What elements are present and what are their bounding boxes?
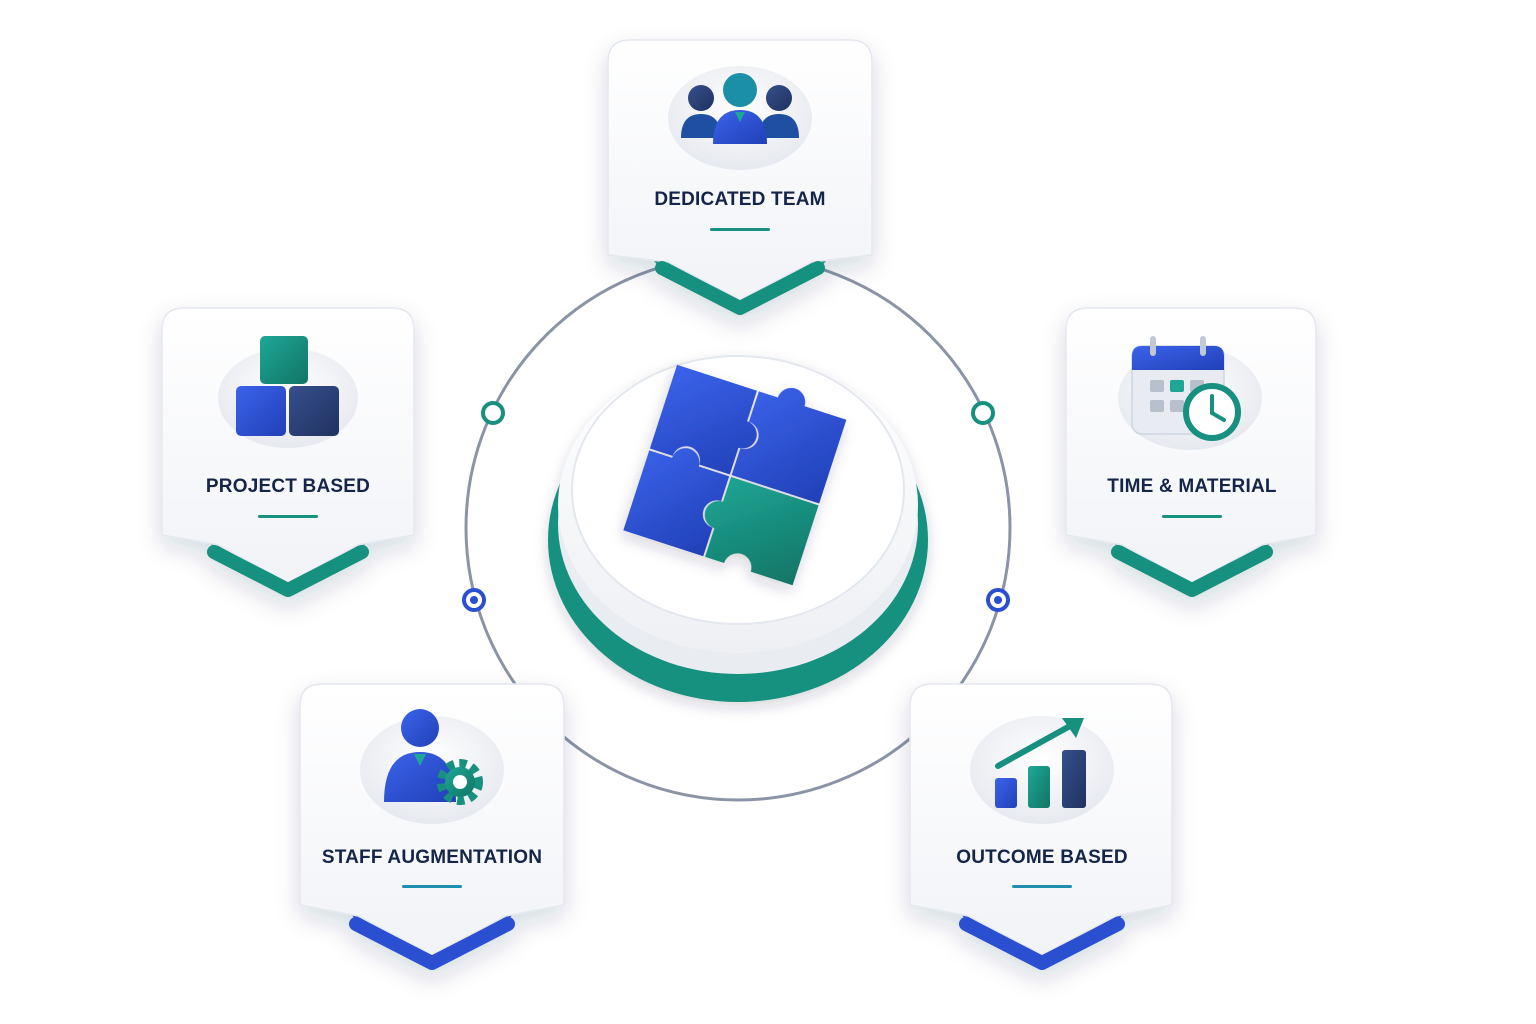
card-label-staff-augmentation: STAFF AUGMENTATION <box>322 847 542 868</box>
connector-dot-teal-right <box>971 401 995 425</box>
calendar-clock-icon <box>1131 336 1241 441</box>
card-project-based[interactable]: PROJECT BASED <box>161 307 415 597</box>
card-label-dedicated-team: DEDICATED TEAM <box>654 189 825 210</box>
growth-chart-icon <box>995 718 1086 808</box>
team-icon <box>681 73 799 144</box>
card-label-project-based: PROJECT BASED <box>206 476 370 497</box>
card-underline <box>1162 515 1222 518</box>
card-underline <box>402 885 462 888</box>
card-staff-augmentation[interactable]: STAFF AUGMENTATION <box>299 683 565 970</box>
card-underline <box>710 228 770 231</box>
connector-dot-teal-left <box>481 401 505 425</box>
card-time-material[interactable]: TIME & MATERIAL <box>1065 307 1317 597</box>
ring-connector-dots <box>462 401 1010 612</box>
card-dedicated-team[interactable]: DEDICATED TEAM <box>607 39 873 315</box>
card-underline <box>258 515 318 518</box>
puzzle-icon <box>623 364 847 586</box>
card-label-time-material: TIME & MATERIAL <box>1107 476 1277 497</box>
card-label-outcome-based: OUTCOME BASED <box>956 847 1128 868</box>
card-underline <box>1012 885 1072 888</box>
person-gear-icon <box>384 709 483 805</box>
cubes-icon <box>236 336 339 436</box>
card-outcome-based[interactable]: OUTCOME BASED <box>909 683 1173 970</box>
